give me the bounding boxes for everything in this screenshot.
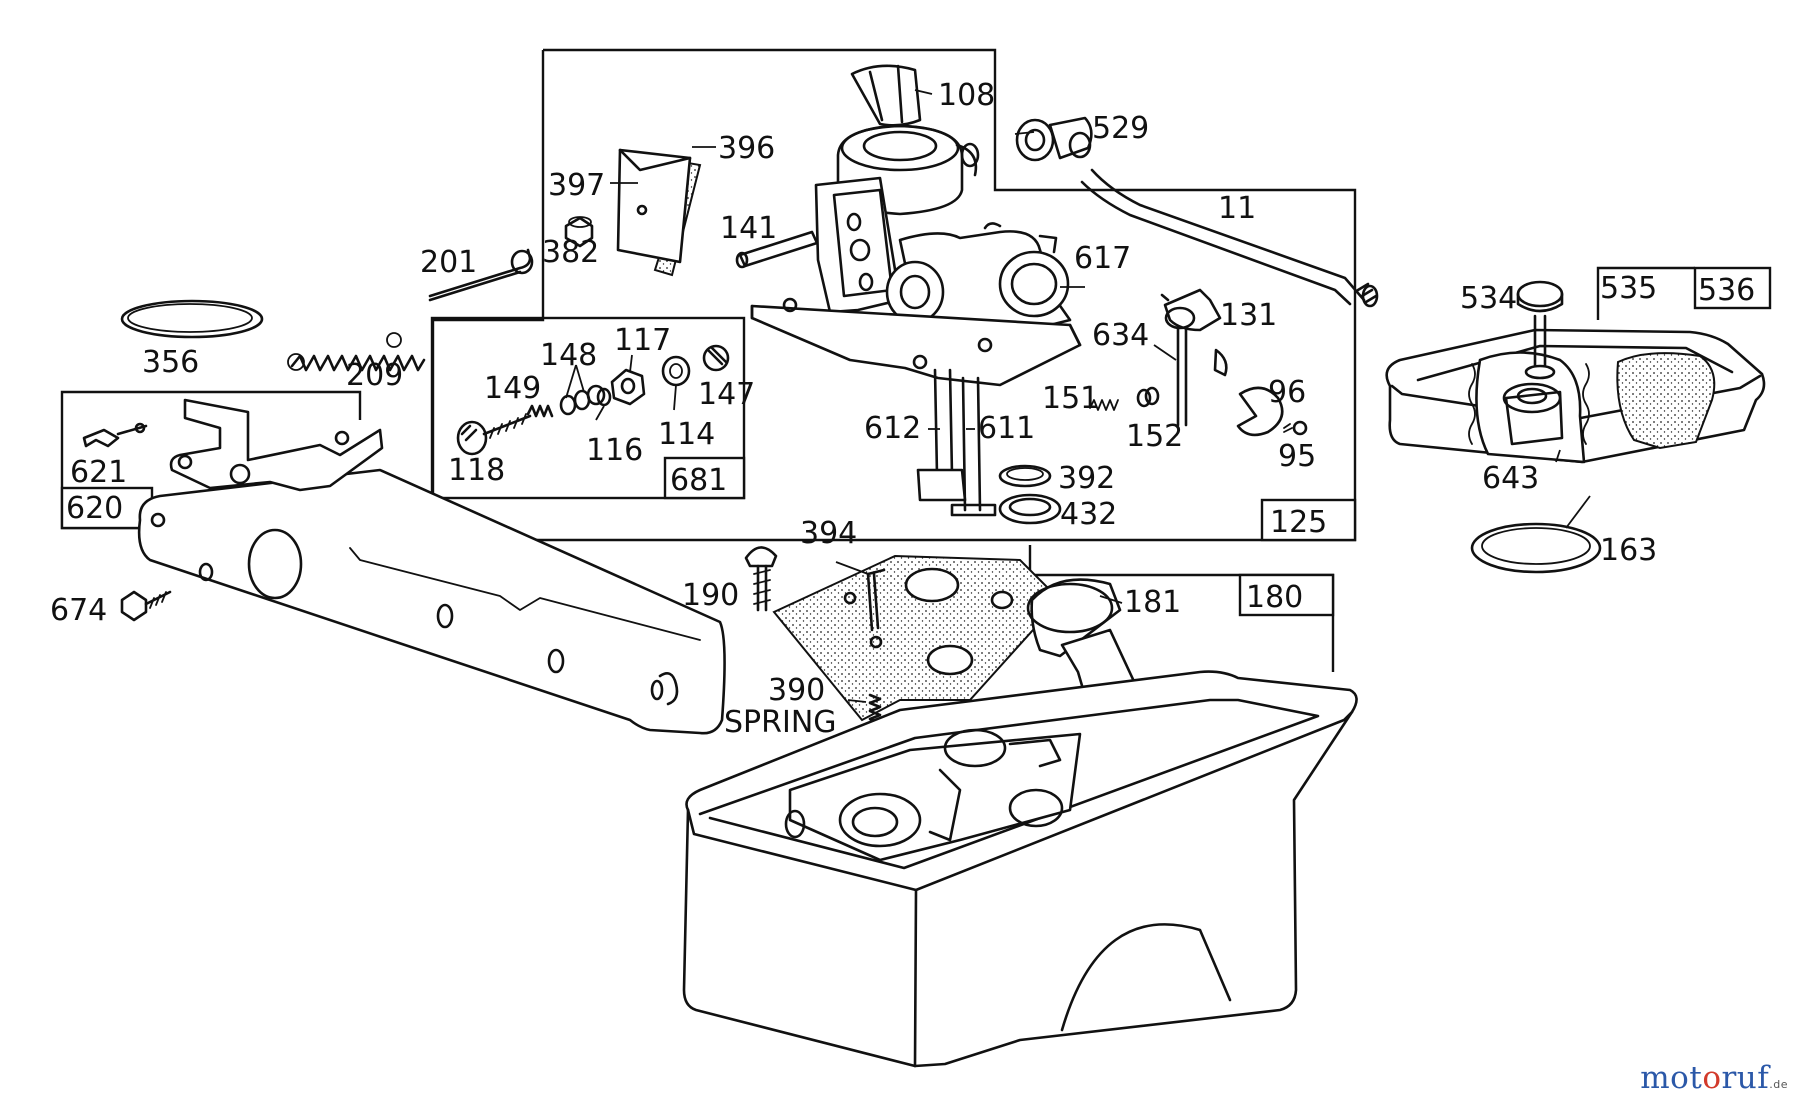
ref-box-536 xyxy=(1693,266,1772,310)
label-620: 620 xyxy=(66,491,123,526)
label-95: 95 xyxy=(1278,439,1316,474)
ref-box-180 xyxy=(1238,573,1335,617)
label-634: 634 xyxy=(1092,318,1149,353)
part-11-fuel-pipe xyxy=(1080,168,1379,308)
ref-box-681 xyxy=(663,456,746,500)
watermark-part-b: o xyxy=(1702,1060,1722,1096)
label-148: 148 xyxy=(540,338,597,373)
part-611-612-screws xyxy=(916,368,997,517)
carburetor-body xyxy=(750,64,1082,387)
part-394-gasket xyxy=(772,554,1062,722)
label-181: 181 xyxy=(1124,585,1181,620)
part-201-link-rod xyxy=(428,248,534,302)
part-392-ring xyxy=(998,464,1052,488)
label-114: 114 xyxy=(658,417,715,452)
part-674-screw xyxy=(120,590,172,622)
ref-box-125 xyxy=(1260,498,1357,542)
part-118-needle-screw xyxy=(456,413,532,456)
part-397-choke-bracket xyxy=(616,148,692,264)
fuel-tank xyxy=(682,670,1358,1068)
part-149-spring xyxy=(526,404,554,418)
label-96: 96 xyxy=(1268,375,1306,410)
label-152: 152 xyxy=(1126,419,1183,454)
label-621: 621 xyxy=(70,455,127,490)
part-535-filter-element xyxy=(1616,352,1716,450)
label-535: 535 xyxy=(1600,271,1657,306)
part-labels: 108 396 397 529 141 382 201 617 11 534 5… xyxy=(50,78,1755,740)
part-621-clip xyxy=(82,422,148,448)
frame-group-536 xyxy=(1596,266,1695,320)
part-141-pin xyxy=(735,230,819,269)
part-114-seal xyxy=(661,355,691,387)
label-131: 131 xyxy=(1220,298,1277,333)
watermark-tld: .de xyxy=(1769,1078,1788,1091)
label-432: 432 xyxy=(1060,497,1117,532)
part-117-nut xyxy=(610,368,646,406)
label-108: 108 xyxy=(938,78,995,113)
part-529-elbow xyxy=(1015,116,1093,162)
label-382: 382 xyxy=(542,235,599,270)
label-149: 149 xyxy=(484,371,541,406)
ref-box-620 xyxy=(60,486,154,530)
part-95-screw xyxy=(1283,420,1308,436)
part-432-seal xyxy=(998,493,1062,525)
label-141: 141 xyxy=(720,211,777,246)
label-681: 681 xyxy=(670,463,727,498)
part-131-throttle-shaft xyxy=(1160,288,1228,427)
label-674: 674 xyxy=(50,593,107,628)
label-147: 147 xyxy=(698,377,755,412)
part-190-screw xyxy=(744,546,778,612)
label-397: 397 xyxy=(548,168,605,203)
watermark-part-c: ruf xyxy=(1721,1060,1770,1096)
label-396: 396 xyxy=(718,131,775,166)
label-11: 11 xyxy=(1218,191,1256,226)
part-152-spring xyxy=(1136,386,1160,408)
label-116: 116 xyxy=(586,433,643,468)
label-643: 643 xyxy=(1482,461,1539,496)
label-536: 536 xyxy=(1698,273,1755,308)
governor-plate xyxy=(137,468,726,735)
part-147-nozzle xyxy=(702,344,730,372)
label-394: 394 xyxy=(800,516,857,551)
label-151: 151 xyxy=(1042,381,1099,416)
label-125: 125 xyxy=(1270,505,1327,540)
part-116-washer xyxy=(596,387,612,407)
part-96-throttle-plate xyxy=(1236,386,1284,437)
governor-lever-bracket xyxy=(169,398,384,492)
part-209-spring xyxy=(287,332,426,372)
label-612: 612 xyxy=(864,411,921,446)
label-180: 180 xyxy=(1246,580,1303,615)
label-611: 611 xyxy=(978,411,1035,446)
part-356-ring xyxy=(120,299,264,339)
label-392: 392 xyxy=(1058,461,1115,496)
label-163: 163 xyxy=(1600,533,1657,568)
part-163-gasket-ring xyxy=(1470,522,1602,574)
part-382-screw xyxy=(564,216,594,248)
label-390: 390 xyxy=(768,673,825,708)
label-201: 201 xyxy=(420,245,477,280)
label-356: 356 xyxy=(142,345,199,380)
leader-lines xyxy=(565,89,1591,703)
frame-group-681 xyxy=(430,316,746,500)
label-209: 209 xyxy=(346,358,403,393)
label-spring: SPRING xyxy=(724,705,837,740)
label-118: 118 xyxy=(448,453,505,488)
watermark-part-a: mot xyxy=(1640,1060,1703,1096)
part-151-screw xyxy=(1089,399,1119,411)
label-117: 117 xyxy=(614,323,671,358)
frame-group-180 xyxy=(1028,545,1335,672)
watermark-logo: motoruf.de xyxy=(1640,1060,1788,1096)
part-148-washers xyxy=(559,384,606,416)
label-617: 617 xyxy=(1074,241,1131,276)
label-534: 534 xyxy=(1460,281,1517,316)
part-534-knob xyxy=(1516,280,1564,380)
label-529: 529 xyxy=(1092,111,1149,146)
label-190: 190 xyxy=(682,578,739,613)
